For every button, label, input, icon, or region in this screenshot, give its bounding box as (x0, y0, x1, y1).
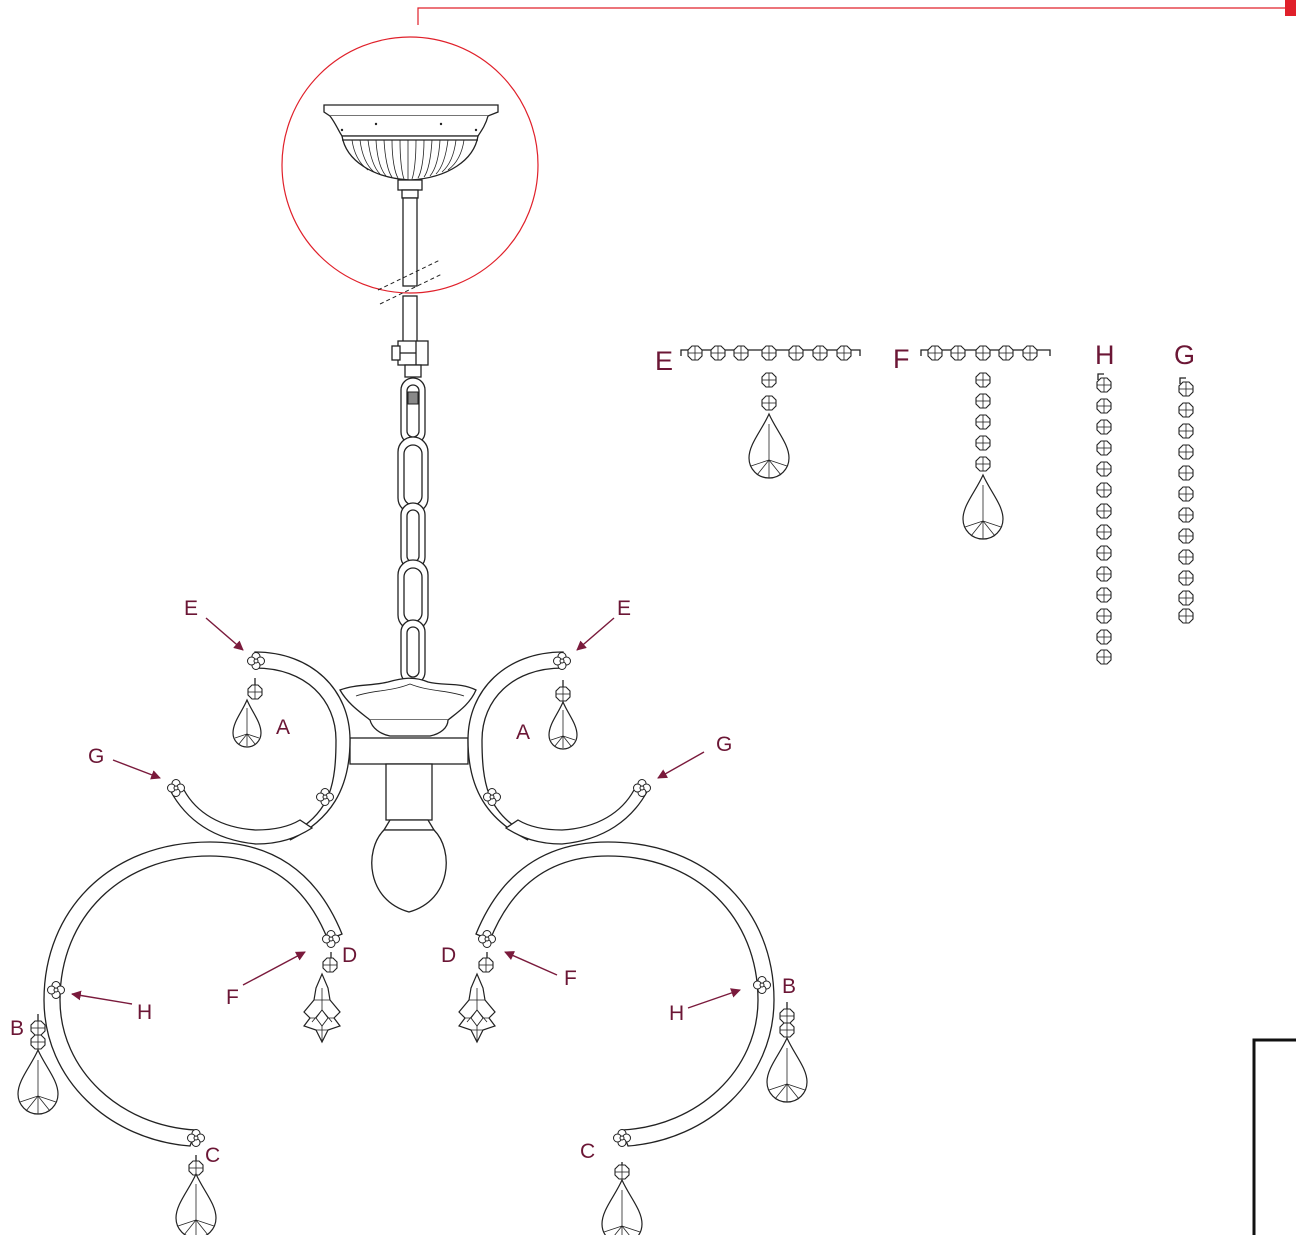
bulb (371, 829, 447, 913)
down-rod (377, 197, 443, 378)
labels: E E A A G G D D F F H H B B C C E F H G (10, 340, 1195, 1167)
label-H-part: H (1095, 340, 1115, 370)
fixture-body (339, 677, 477, 913)
label-A-right: A (516, 721, 530, 744)
label-H-left: H (137, 1001, 152, 1024)
label-E-right: E (617, 597, 631, 620)
lower-right-arm (458, 841, 808, 1235)
label-C-left: C (205, 1144, 220, 1167)
label-D-right: D (441, 944, 456, 967)
label-E-part: E (655, 346, 673, 376)
part-E-garland (680, 345, 861, 479)
label-H-right: H (669, 1002, 684, 1025)
leader-arrows (71, 617, 741, 1009)
partial-frame (1252, 1038, 1296, 1235)
upper-right-arm (467, 651, 651, 845)
canopy-detail (281, 36, 539, 294)
label-A-left: A (276, 716, 290, 739)
body-band (349, 737, 469, 765)
part-H-strand (1096, 373, 1112, 665)
label-F-left: F (226, 986, 239, 1009)
part-F-garland (920, 345, 1051, 540)
part-G-strand (1178, 377, 1194, 624)
label-F-part: F (893, 344, 910, 374)
label-E-left: E (184, 597, 198, 620)
label-B-left: B (10, 1017, 24, 1040)
chain (397, 377, 429, 685)
detail-circle (281, 36, 539, 294)
label-G-left: G (88, 745, 104, 768)
detail-callout-line (417, 0, 1296, 25)
label-B-right: B (782, 975, 796, 998)
upper-left-arm (167, 651, 351, 845)
socket (385, 763, 433, 821)
label-F-right: F (564, 967, 577, 990)
label-G-part: G (1174, 340, 1195, 370)
label-G-right: G (716, 733, 732, 756)
lower-left-arm (17, 841, 343, 1235)
label-C-right: C (580, 1140, 595, 1163)
label-D-left: D (342, 944, 357, 967)
